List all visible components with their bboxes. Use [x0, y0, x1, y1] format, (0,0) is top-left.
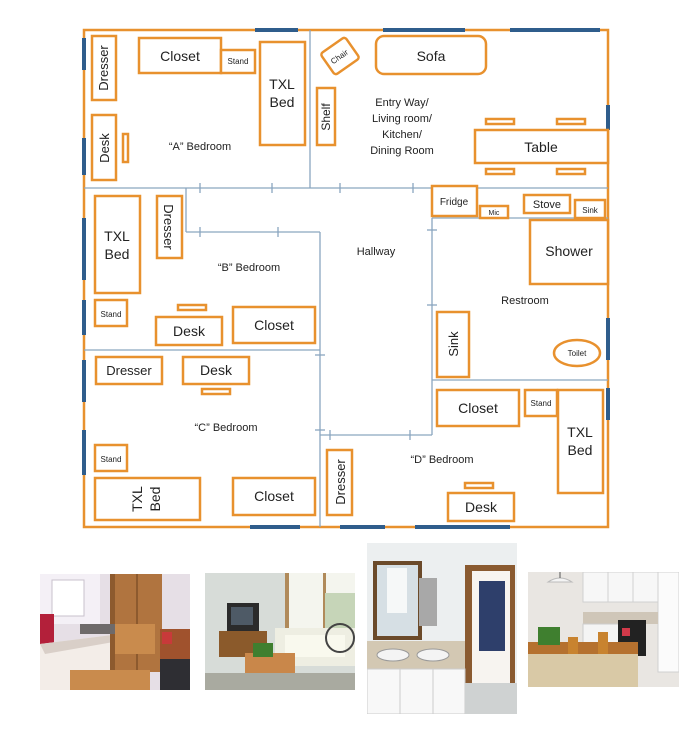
bedroom-photo — [40, 574, 190, 690]
c-desk-label: Desk — [200, 362, 233, 378]
a-closet — [137, 36, 223, 75]
b-stand-label: Stand — [101, 310, 122, 319]
windows — [82, 28, 610, 529]
restroom-label: Restroom — [501, 295, 549, 307]
d-txl-bed — [556, 388, 605, 495]
table-chair — [555, 117, 587, 126]
table-label: Table — [524, 139, 558, 155]
shelf-label: Shelf — [319, 103, 333, 131]
table-chair — [555, 167, 587, 176]
restroom-photo — [367, 543, 517, 714]
shelf — [315, 86, 337, 147]
living-label-2: Living room/ — [372, 113, 433, 125]
kitchen-sink-label: Sink — [582, 206, 599, 215]
living-room-photo — [205, 573, 355, 690]
shower-label: Shower — [545, 243, 593, 259]
stove — [522, 193, 572, 215]
living-label-1: Entry Way/ — [375, 97, 429, 109]
hallway-label: Hallway — [357, 246, 396, 258]
a-txl-label: TXL — [269, 76, 295, 92]
a-stand — [219, 48, 257, 75]
a-dresser-label: Dresser — [96, 45, 111, 91]
kitchen-sink — [573, 198, 607, 220]
a-desk-label: Desk — [97, 133, 112, 163]
a-stand-label: Stand — [228, 57, 249, 66]
mic-label: Mic — [489, 210, 500, 217]
d-closet-label: Closet — [458, 400, 498, 416]
a-desk — [90, 113, 118, 182]
d-dresser-label: Dresser — [333, 459, 348, 505]
a-closet-label: Closet — [160, 48, 200, 64]
sofa-label: Sofa — [417, 48, 446, 64]
d-txl-label: TXL — [567, 424, 593, 440]
d-desk — [446, 491, 516, 523]
b-desk-chair — [176, 303, 208, 312]
d-bedroom-label: “D” Bedroom — [411, 454, 474, 466]
d-bed-label: Bed — [568, 442, 593, 458]
d-stand — [523, 388, 559, 418]
b-bedroom-label: “B” Bedroom — [218, 262, 280, 274]
b-dresser — [155, 194, 184, 260]
b-stand — [93, 298, 129, 328]
c-dresser — [94, 355, 164, 386]
d-stand-label: Stand — [531, 399, 552, 408]
fridge — [430, 184, 479, 218]
c-desk-chair — [200, 387, 232, 396]
c-closet — [231, 476, 317, 517]
c-dresser-label: Dresser — [106, 363, 152, 378]
floor-plan: Dresser Closet Stand TXL Bed Desk “A” Be… — [82, 28, 610, 529]
c-txl-label: TXL — [129, 486, 145, 512]
d-closet — [435, 388, 521, 428]
shower — [528, 218, 610, 286]
toilet-label: Toilet — [568, 349, 587, 358]
fridge-label: Fridge — [440, 197, 469, 208]
microwave — [478, 204, 510, 220]
chair — [320, 36, 360, 76]
d-dresser — [325, 448, 354, 517]
c-closet-label: Closet — [254, 488, 294, 504]
a-txl-bed — [258, 40, 307, 147]
b-desk-label: Desk — [173, 323, 206, 339]
living-label-3: Kitchen/ — [382, 129, 423, 141]
b-txl-bed — [93, 194, 142, 295]
a-desk-chair — [121, 132, 130, 164]
table-chair — [484, 167, 516, 176]
a-dresser — [90, 34, 118, 102]
restroom-sink — [435, 310, 471, 379]
a-bed-label: Bed — [270, 94, 295, 110]
b-desk — [154, 315, 224, 347]
table-chair — [484, 117, 516, 126]
toilet — [552, 338, 602, 368]
c-desk — [181, 355, 251, 386]
c-txl-bed — [93, 476, 202, 522]
living-label-4: Dining Room — [370, 145, 434, 157]
b-bed-label: Bed — [105, 246, 130, 262]
b-closet — [231, 305, 317, 345]
restroom-sink-label: Sink — [446, 331, 461, 357]
b-txl-label: TXL — [104, 228, 130, 244]
d-desk-label: Desk — [465, 499, 498, 515]
stove-label: Stove — [533, 199, 561, 211]
c-bed-label: Bed — [147, 487, 163, 512]
kitchen-photo — [528, 572, 679, 687]
dining-table — [473, 128, 610, 165]
c-stand-label: Stand — [101, 455, 122, 464]
d-desk-chair — [463, 481, 495, 490]
c-stand — [93, 443, 129, 473]
b-closet-label: Closet — [254, 317, 294, 333]
a-bedroom-label: “A” Bedroom — [169, 141, 231, 153]
b-dresser-label: Dresser — [161, 204, 176, 250]
sofa — [374, 34, 488, 76]
c-bedroom-label: “C” Bedroom — [195, 422, 258, 434]
